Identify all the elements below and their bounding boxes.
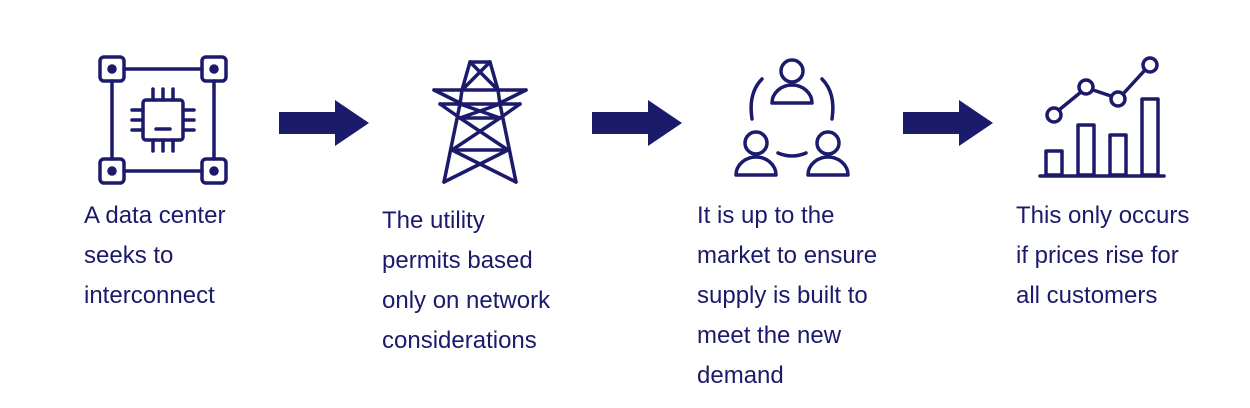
- chip-icon: [98, 55, 228, 185]
- caption-line: interconnect: [84, 282, 215, 309]
- right-arrow-icon: [903, 100, 993, 146]
- caption-line: if prices rise for: [1016, 242, 1179, 269]
- people-cycle-icon: [732, 57, 852, 181]
- caption-line: This only occurs: [1016, 202, 1190, 229]
- step-1-caption: A data center seeks to interconnect: [84, 196, 225, 316]
- step-4-caption: This only occurs if prices rise for all …: [1016, 196, 1189, 316]
- caption-line: all customers: [1016, 282, 1158, 309]
- step-3-caption: It is up to the market to ensure supply …: [697, 196, 877, 396]
- caption-line: market to ensure: [697, 242, 878, 269]
- right-arrow-icon: [279, 100, 369, 146]
- right-arrow-icon: [592, 100, 682, 146]
- transmission-tower-icon: [432, 60, 528, 184]
- caption-line: It is up to the: [697, 202, 835, 229]
- caption-line: demand: [697, 362, 784, 389]
- step-2-caption: The utility permits based only on networ…: [382, 201, 550, 361]
- caption-line: meet the new: [697, 322, 842, 349]
- caption-line: supply is built to: [697, 282, 868, 309]
- caption-line: considerations: [382, 327, 537, 354]
- caption-line: only on network: [382, 287, 551, 314]
- caption-line: A data center: [84, 202, 226, 229]
- rising-bar-chart-icon: [1038, 55, 1166, 181]
- caption-line: seeks to: [84, 242, 174, 269]
- caption-line: The utility: [382, 207, 485, 234]
- caption-line: permits based: [382, 247, 533, 274]
